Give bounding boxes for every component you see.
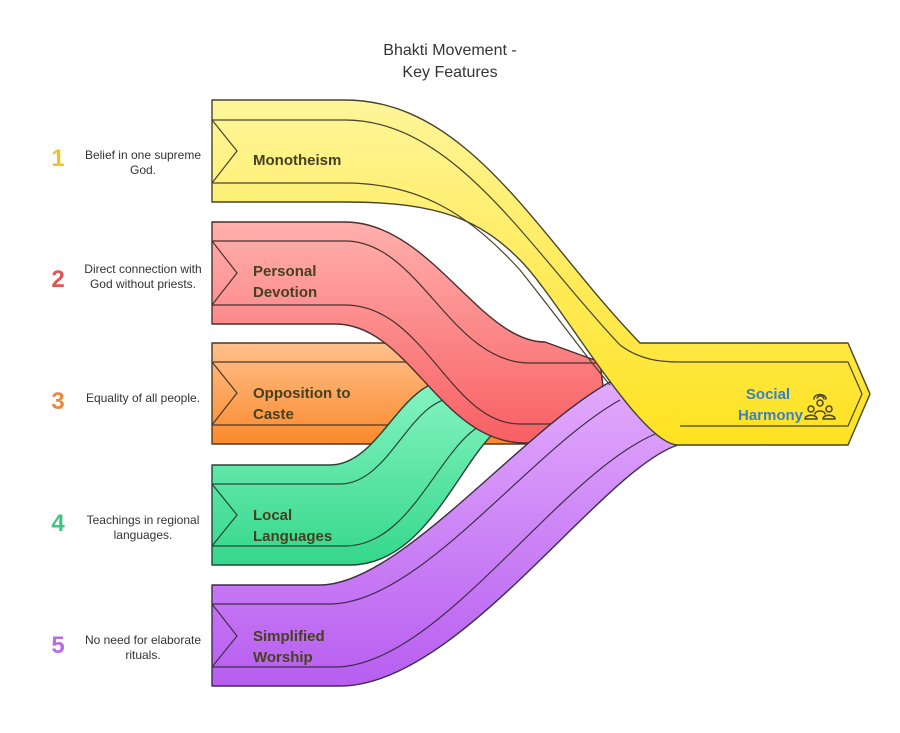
feature-label-5: Simplified Worship (253, 626, 403, 668)
feature-label-1: Monotheism (253, 150, 403, 171)
title-line-2: Key Features (402, 64, 498, 81)
feature-label-1-line-1: Monotheism (253, 152, 342, 169)
feature-number-2: 2 (51, 266, 65, 293)
target-label-line-2: Harmony (738, 407, 804, 424)
band-personal-devotion (211, 221, 611, 444)
feature-number-4: 4 (51, 510, 65, 537)
feature-label-3-line-2: Caste (253, 406, 294, 423)
feature-label-2-line-2: Devotion (253, 284, 318, 301)
feature-label-4-line-1: Local (253, 507, 293, 524)
feature-description-2: Direct connection with God without pries… (84, 262, 202, 291)
feature-description-5: No need for elaborate rituals. (84, 633, 202, 662)
feature-number-3: 3 (51, 388, 65, 415)
band-simplified-worship (211, 381, 691, 687)
diagram-title: Bhakti Movement - Key Features (330, 40, 570, 84)
feature-number-1: 1 (51, 145, 65, 172)
feature-description-3: Equality of all people. (85, 391, 201, 405)
title-line-1: Bhakti Movement - (383, 42, 517, 59)
people-group-icon (804, 393, 836, 420)
feature-number-5: 5 (51, 632, 65, 659)
target-label: Social Harmony (738, 384, 804, 426)
target-label-line-1: Social (745, 386, 791, 403)
feature-label-4-line-2: Languages (253, 528, 333, 545)
feature-label-5-line-2: Worship (253, 649, 313, 666)
feature-label-2-line-1: Personal (253, 263, 317, 280)
feature-label-3: Opposition to Caste (253, 383, 403, 425)
feature-label-4: Local Languages (253, 505, 403, 547)
band-monotheism (211, 99, 871, 446)
feature-label-5-line-1: Simplified (253, 628, 325, 645)
feature-description-1: Belief in one supreme God. (84, 148, 202, 177)
feature-description-4: Teachings in regional languages. (86, 513, 200, 542)
feature-label-2: Personal Devotion (253, 261, 403, 303)
feature-label-3-line-1: Opposition to (253, 385, 351, 402)
